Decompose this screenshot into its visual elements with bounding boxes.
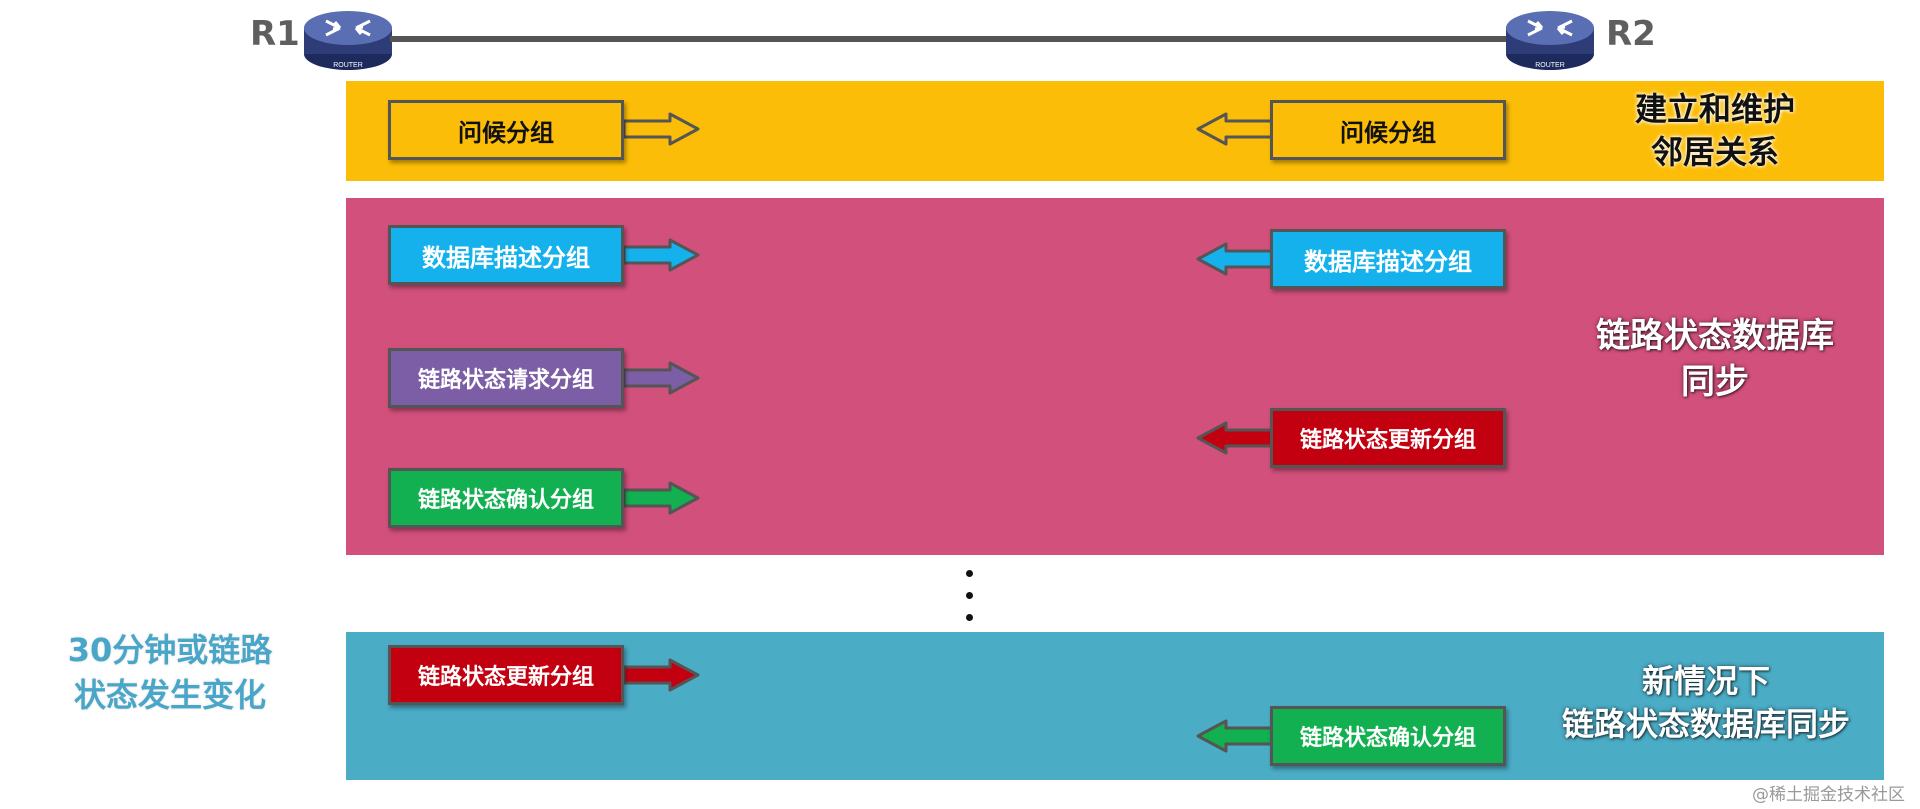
arrow-left-icon bbox=[1194, 242, 1274, 276]
watermark: @稀土掘金技术社区 bbox=[1752, 785, 1905, 805]
r1-hello-packet[interactable]: 问候分组 bbox=[388, 100, 624, 160]
r1-lsu-packet[interactable]: 链路状态更新分组 bbox=[388, 645, 624, 705]
ellipsis-dot bbox=[966, 592, 973, 599]
band-sync-label: 链路状态数据库 同步 bbox=[1568, 314, 1862, 406]
arrow-right-icon bbox=[622, 112, 702, 146]
network-link bbox=[390, 36, 1506, 42]
r2-hello-packet[interactable]: 问候分组 bbox=[1270, 100, 1506, 160]
r2-lsu-packet[interactable]: 链路状态更新分组 bbox=[1270, 408, 1506, 468]
arrow-right-icon bbox=[622, 481, 702, 515]
router-icon-text: ROUTER bbox=[333, 62, 363, 69]
band-label-line: 同步 bbox=[1681, 361, 1749, 402]
band-label-line: 链路状态数据库 bbox=[1596, 316, 1834, 356]
band-label-line: 建立和维护 bbox=[1634, 90, 1795, 128]
trigger-note: 30分钟或链路 状态发生变化 bbox=[40, 628, 300, 718]
r2-lsack-packet[interactable]: 链路状态确认分组 bbox=[1270, 706, 1506, 766]
trigger-note-line: 30分钟或链路 bbox=[67, 631, 273, 669]
trigger-note-line: 状态发生变化 bbox=[73, 675, 266, 714]
router-icon-text: ROUTER bbox=[1535, 62, 1565, 69]
router-r1-label: R1 bbox=[250, 14, 300, 54]
band-label-line: 邻居关系 bbox=[1650, 133, 1779, 172]
r1-lsack-packet[interactable]: 链路状态确认分组 bbox=[388, 468, 624, 528]
arrow-left-icon bbox=[1194, 421, 1274, 455]
arrow-right-icon bbox=[622, 361, 702, 395]
router-icon[interactable]: ROUTER bbox=[302, 8, 394, 72]
router-r2-label: R2 bbox=[1606, 14, 1656, 54]
r1-dbd-packet[interactable]: 数据库描述分组 bbox=[388, 225, 624, 285]
arrow-left-icon bbox=[1194, 719, 1274, 753]
ellipsis-dot bbox=[966, 570, 973, 577]
arrow-right-icon bbox=[622, 658, 702, 692]
band-label-line: 链路状态数据库同步 bbox=[1561, 705, 1850, 744]
band-update-label: 新情况下 链路状态数据库同步 bbox=[1530, 660, 1882, 746]
router-icon[interactable]: ROUTER bbox=[1504, 8, 1596, 72]
band-label-line: 新情况下 bbox=[1641, 662, 1770, 700]
arrow-right-icon bbox=[622, 238, 702, 272]
ellipsis-dot bbox=[966, 614, 973, 621]
band-hello-label: 建立和维护 邻居关系 bbox=[1588, 88, 1842, 174]
r1-lsr-packet[interactable]: 链路状态请求分组 bbox=[388, 348, 624, 408]
arrow-left-icon bbox=[1194, 112, 1274, 146]
r2-dbd-packet[interactable]: 数据库描述分组 bbox=[1270, 229, 1506, 289]
